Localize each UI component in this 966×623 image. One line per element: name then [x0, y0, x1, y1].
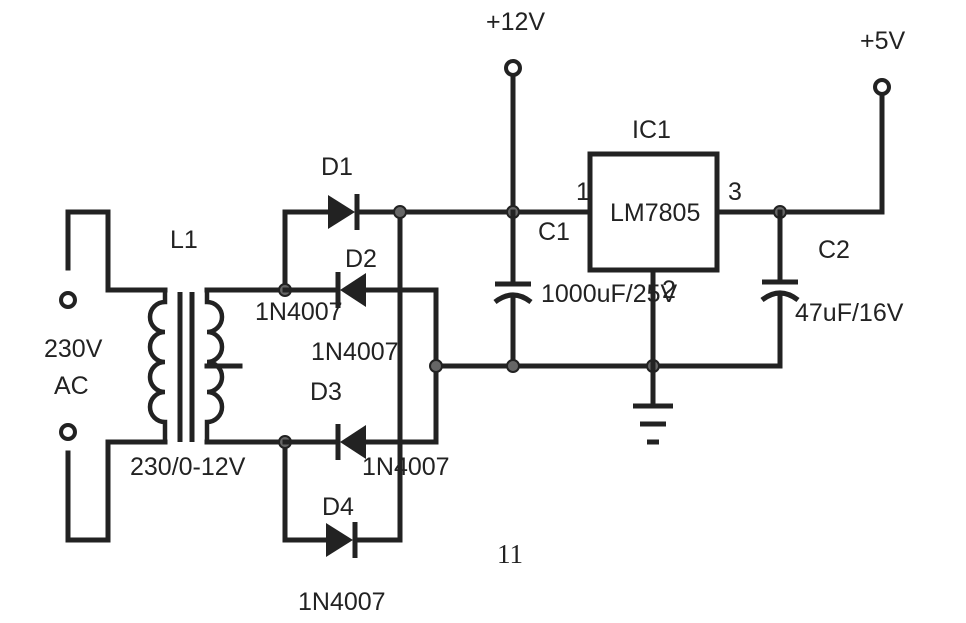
ac-input [59, 209, 168, 543]
ground-rail [429, 267, 783, 407]
label-c2: C2 [818, 236, 850, 264]
positive-rail [393, 59, 593, 219]
node-ground-c1 [506, 359, 520, 373]
label-lm7805: LM7805 [610, 199, 700, 227]
label-c2-value: 47uF/16V [795, 299, 904, 327]
label-ac: AC [54, 372, 89, 400]
label-d2-part: 1N4007 [255, 298, 343, 326]
diode-d1 [282, 194, 403, 230]
node-ground-bridge [429, 359, 443, 373]
label-230v: 230V [44, 335, 103, 363]
label-d4: D4 [322, 493, 354, 521]
regulator-ic1 [587, 151, 720, 273]
diode-d4 [282, 209, 403, 558]
terminal-plus-5v [873, 78, 891, 96]
capacitor-c1 [493, 209, 533, 369]
capacitor-c2 [760, 209, 800, 369]
label-plus-12v: +12V [486, 8, 545, 36]
bridge-left [278, 209, 292, 543]
diode-d3 [282, 363, 439, 460]
label-plus-5v: +5V [860, 27, 906, 55]
node-positive-bridge [393, 205, 407, 219]
ground-icon [633, 403, 673, 445]
ac-terminal-top [59, 291, 77, 309]
label-d3-part: 1N4007 [362, 453, 450, 481]
label-pin3: 3 [728, 178, 742, 206]
label-d1: D1 [321, 153, 353, 181]
label-d3: D3 [310, 378, 342, 406]
diode-d2 [282, 272, 439, 369]
label-c1: C1 [538, 218, 570, 246]
output-rail [714, 78, 891, 219]
label-d2: D2 [345, 245, 377, 273]
label-c1-value: 1000uF/25V [541, 280, 678, 308]
label-transformer: 230/0-12V [130, 453, 246, 481]
label-l1: L1 [170, 226, 198, 254]
label-pin2: 2 [662, 276, 676, 304]
label-d4-part: 1N4007 [298, 588, 386, 616]
label-ic1: IC1 [632, 116, 671, 144]
terminal-plus-12v [504, 59, 522, 77]
transformer-l1 [147, 287, 288, 445]
ac-terminal-bottom [59, 423, 77, 441]
label-pin1: 1 [576, 178, 590, 206]
label-d1-part: 1N4007 [311, 338, 399, 366]
page-number: 11 [497, 539, 523, 569]
